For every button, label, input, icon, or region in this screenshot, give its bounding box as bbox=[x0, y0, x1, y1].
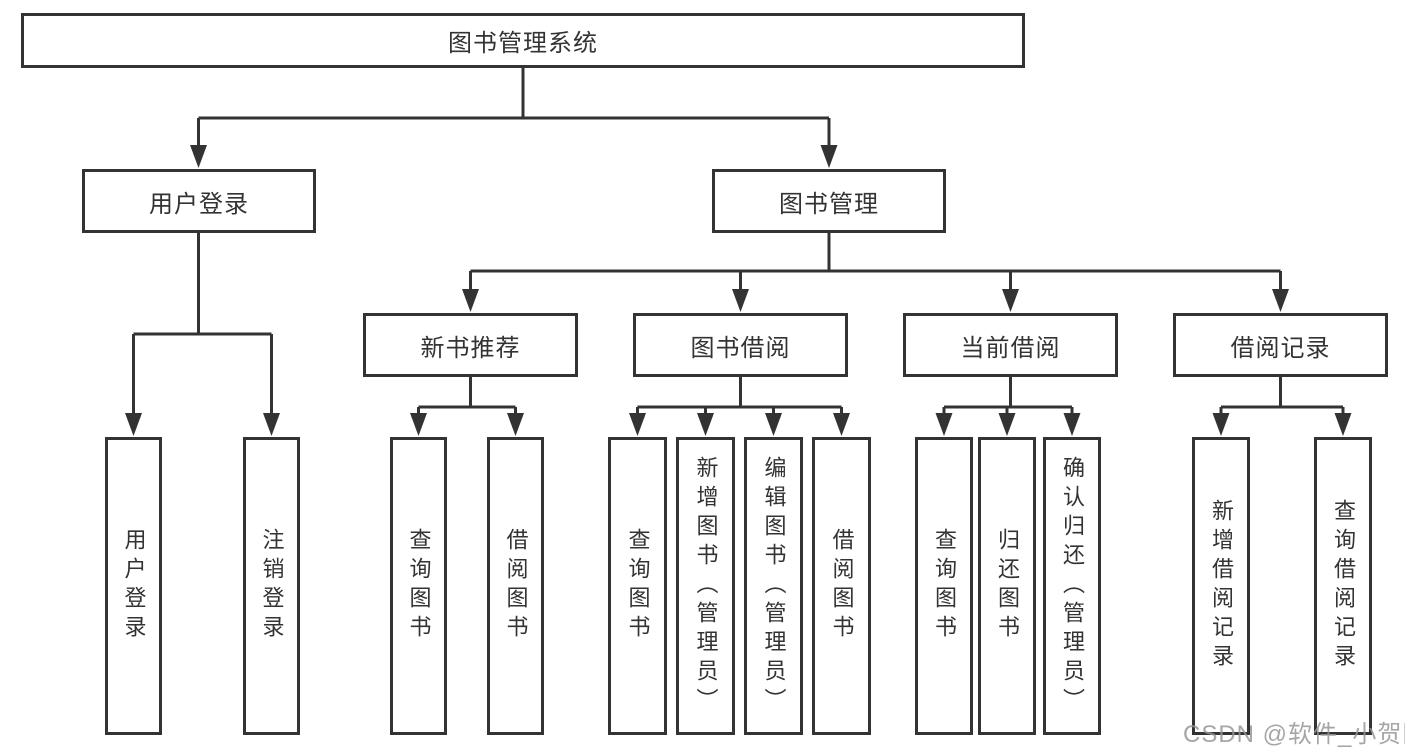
leaf-add-book-admin: 新增图书（管理员） bbox=[676, 437, 735, 735]
csdn-watermark: CSDN @软件_小贺同学 bbox=[1183, 721, 1405, 747]
node-book-management: 图书管理 bbox=[712, 169, 946, 233]
leaf-add-borrow-record: 新增借阅记录 bbox=[1192, 437, 1250, 735]
node-root: 图书管理系统 bbox=[21, 13, 1025, 68]
leaf-query-book-current: 查询图书 bbox=[915, 437, 973, 735]
leaf-query-book-recommend: 查询图书 bbox=[390, 437, 447, 735]
leaf-query-borrow-record: 查询借阅记录 bbox=[1314, 437, 1372, 735]
leaf-confirm-return-admin: 确认归还（管理员） bbox=[1043, 437, 1101, 735]
leaf-return-book: 归还图书 bbox=[978, 437, 1036, 735]
node-new-book-recommend: 新书推荐 bbox=[363, 313, 578, 377]
node-borrow-records: 借阅记录 bbox=[1173, 313, 1388, 377]
node-user-login: 用户登录 bbox=[82, 169, 316, 233]
leaf-user-login: 用户登录 bbox=[105, 437, 162, 735]
node-book-borrow: 图书借阅 bbox=[633, 313, 848, 377]
node-current-borrow: 当前借阅 bbox=[903, 313, 1118, 377]
leaf-query-book-borrow: 查询图书 bbox=[608, 437, 667, 735]
leaf-logout: 注销登录 bbox=[243, 437, 300, 735]
leaf-edit-book-admin: 编辑图书（管理员） bbox=[744, 437, 803, 735]
leaf-borrow-book-recommend: 借阅图书 bbox=[487, 437, 544, 735]
leaf-borrow-book: 借阅图书 bbox=[812, 437, 871, 735]
